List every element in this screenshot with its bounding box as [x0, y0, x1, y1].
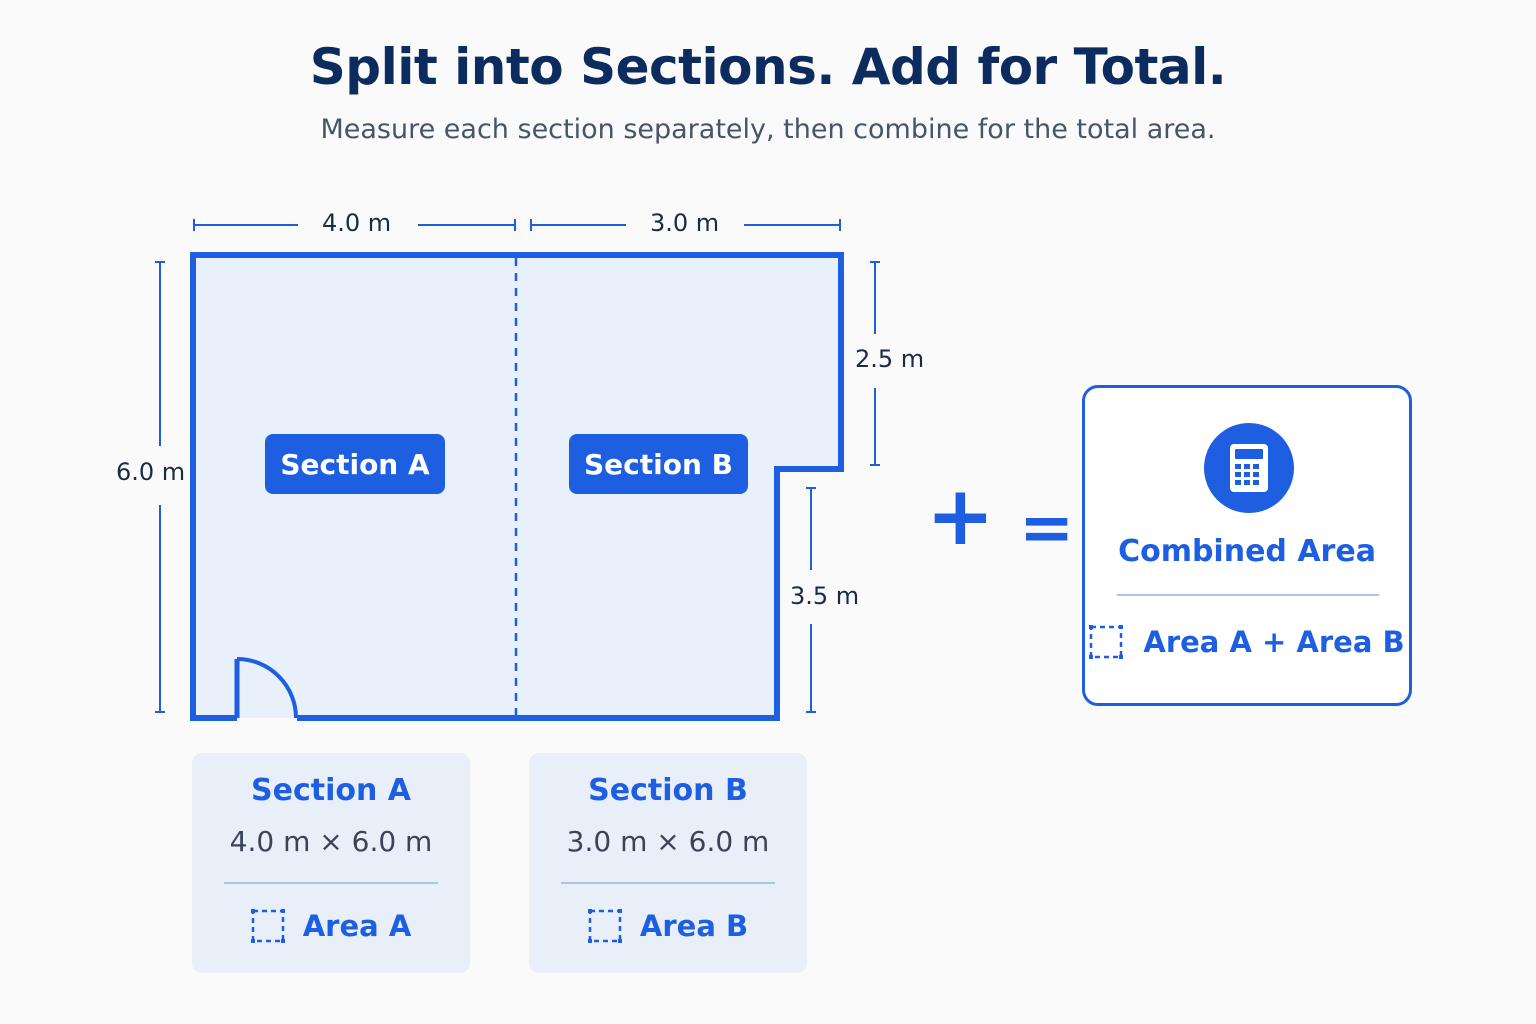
- section-a-card-title: Section A: [251, 773, 411, 808]
- section-b-card: Section B 3.0 m × 6.0 m Area B: [529, 753, 807, 973]
- area-dashed-square-icon: [1089, 625, 1124, 659]
- section-a-area-label: Area A: [302, 909, 412, 943]
- dimension-label-left: 6.0 m: [116, 458, 186, 486]
- section-b-card-title: Section B: [588, 773, 748, 808]
- dimension-label-right-upper: 2.5 m: [855, 345, 925, 373]
- section-b-area: Area B: [529, 909, 807, 943]
- section-a-dimensions: 4.0 m × 6.0 m: [229, 825, 433, 858]
- combined-area-title: Combined Area: [1118, 534, 1376, 569]
- dimension-line-top-a: [193, 219, 516, 231]
- section-b-dimensions: 3.0 m × 6.0 m: [566, 825, 770, 858]
- dimension-line-right-upper: [870, 261, 880, 466]
- plus-sign: +: [926, 469, 995, 564]
- page-subtitle: Measure each section separately, then co…: [320, 114, 1216, 145]
- dimension-label-top-b: 3.0 m: [650, 209, 720, 237]
- section-b-tag: Section B: [569, 434, 748, 494]
- divider: [561, 882, 775, 884]
- combined-area-card: Combined Area Area A + Area B: [1082, 385, 1412, 706]
- dimension-label-top-a: 4.0 m: [322, 209, 392, 237]
- calculator-badge: [1204, 423, 1294, 513]
- calculator-icon: [1230, 444, 1268, 492]
- section-a-card: Section A 4.0 m × 6.0 m Area A: [192, 753, 470, 973]
- equals-sign: =: [1019, 489, 1075, 566]
- section-a-tag: Section A: [265, 434, 445, 494]
- dimension-line-right-lower: [806, 487, 816, 713]
- area-dashed-square-icon: [587, 909, 622, 943]
- divider: [224, 882, 438, 884]
- combined-area-formula: Area A + Area B: [1085, 625, 1409, 659]
- section-a-area: Area A: [192, 909, 470, 943]
- dimension-label-right-lower: 3.5 m: [790, 582, 860, 610]
- area-dashed-square-icon: [250, 909, 285, 943]
- dimension-line-top-b: [530, 219, 841, 231]
- combined-area-formula-text: Area A + Area B: [1143, 625, 1405, 659]
- room-walls: [190, 252, 844, 721]
- dimension-line-left: [155, 261, 165, 713]
- door-symbol: [234, 657, 298, 719]
- divider: [1117, 594, 1379, 596]
- section-b-area-label: Area B: [639, 909, 749, 943]
- page-title: Split into Sections. Add for Total.: [309, 38, 1227, 96]
